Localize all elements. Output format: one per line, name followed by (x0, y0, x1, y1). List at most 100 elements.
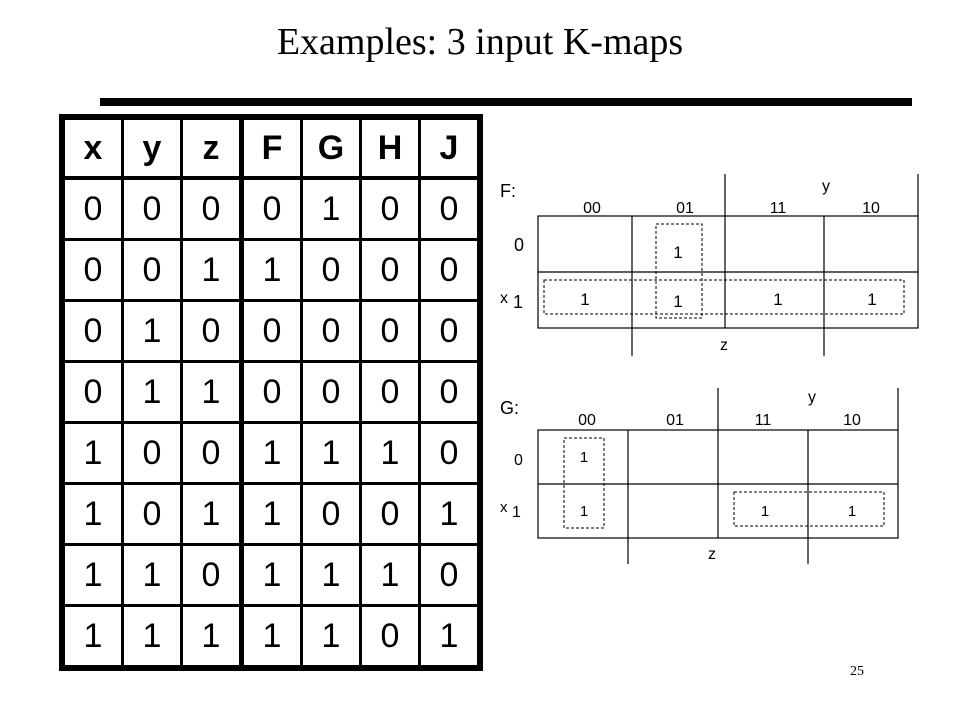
table-cell: 1 (300, 543, 362, 607)
table-cell: 1 (121, 604, 183, 668)
kmap-f-top-var: y (822, 178, 830, 195)
table-cell: 0 (121, 176, 183, 241)
table-cell: 1 (300, 176, 362, 241)
kmap-f-cell: 1 (580, 290, 589, 309)
kmap-f-row-var: x (500, 290, 508, 307)
header-z: z (180, 117, 243, 180)
table-cell: 0 (62, 360, 124, 424)
table-cell: 0 (62, 176, 124, 241)
kmap-g-group-loop (733, 491, 885, 527)
kmap-f-name: F: (500, 181, 516, 201)
table-cell: 1 (300, 421, 362, 485)
kmap-g-col-label: 00 (578, 412, 596, 429)
truth-table: x y z F G H J 0 0 0 0 1 0 0 0 0 1 1 0 0 … (59, 114, 483, 671)
table-cell: 0 (121, 482, 183, 546)
table-cell: 1 (62, 543, 124, 607)
table-cell: 0 (300, 238, 362, 302)
header-h: H (359, 117, 421, 180)
table-cell: 0 (180, 543, 243, 607)
kmap-f-row-label: 1 (513, 292, 523, 312)
table-cell: 1 (121, 299, 183, 363)
table-cell: 0 (180, 421, 243, 485)
kmap-g-row-label: 1 (512, 504, 521, 521)
kmap-g-col-label: 10 (843, 412, 861, 429)
table-cell: 1 (180, 604, 243, 668)
kmap-f-cell: 1 (867, 290, 876, 309)
kmap-g-top-var: y (808, 389, 816, 406)
table-cell: 1 (180, 360, 243, 424)
table-cell: 0 (359, 482, 421, 546)
table-cell: 0 (62, 299, 124, 363)
kmap-f-cell: 1 (673, 292, 682, 311)
table-cell: 1 (239, 482, 303, 546)
table-cell: 0 (418, 543, 480, 607)
table-cell: 0 (359, 176, 421, 241)
table-row: 0 0 0 0 1 0 0 (62, 176, 480, 241)
kmap-g: G: y 00 01 11 10 z 0 x 1 1 1 1 1 (500, 388, 899, 564)
table-cell: 0 (418, 176, 480, 241)
kmap-f-col-label: 11 (770, 200, 787, 217)
title-underline (100, 98, 912, 106)
kmap-f-col-label: 01 (676, 200, 694, 217)
header-y: y (121, 117, 183, 180)
kmap-f-group-loop (655, 223, 703, 319)
table-cell: 1 (180, 238, 243, 302)
table-cell: 0 (418, 360, 480, 424)
kmap-g-cell: 1 (580, 449, 588, 466)
kmap-g-col-label: 01 (666, 412, 684, 429)
kmap-g-cell: 1 (580, 503, 588, 520)
kmap-g-cell: 1 (848, 503, 856, 520)
table-cell: 1 (62, 421, 124, 485)
table-cell: 1 (62, 482, 124, 546)
table-cell: 1 (359, 421, 421, 485)
table-cell: 0 (121, 421, 183, 485)
kmaps-panel: F: y 00 01 11 10 z 0 x 1 1 1 1 1 1 G: y (500, 174, 919, 564)
table-cell: 0 (121, 238, 183, 302)
kmap-f-col-label: 10 (862, 200, 880, 217)
kmap-g-row-label: 0 (514, 452, 523, 469)
table-cell: 1 (359, 543, 421, 607)
kmap-g-col-label: 11 (755, 412, 772, 429)
header-g: G (300, 117, 362, 180)
table-cell: 0 (359, 238, 421, 302)
table-cell: 1 (121, 543, 183, 607)
kmap-f-col-label: 00 (583, 200, 601, 217)
kmap-g-group-loop (563, 437, 605, 529)
kmap-f-cell: 1 (773, 290, 782, 309)
table-cell: 1 (239, 238, 303, 302)
table-row: 0 1 0 0 0 0 0 (62, 299, 480, 363)
table-cell: 1 (239, 421, 303, 485)
table-cell: 0 (418, 238, 480, 302)
table-cell: 0 (418, 299, 480, 363)
kmap-g-bottom-var: z (708, 546, 716, 563)
table-row: 1 1 0 1 1 1 0 (62, 543, 480, 607)
table-cell: 1 (62, 604, 124, 668)
table-cell: 1 (418, 604, 480, 668)
truth-table-header-row: x y z F G H J (62, 117, 480, 180)
table-cell: 1 (239, 604, 303, 668)
kmap-f-cell: 1 (673, 243, 682, 262)
table-cell: 0 (239, 360, 303, 424)
table-row: 1 1 1 1 1 0 1 (62, 604, 480, 668)
kmap-f-group-loop (543, 279, 905, 315)
header-j: J (418, 117, 480, 180)
header-f: F (239, 117, 303, 180)
kmap-g-cell: 1 (761, 503, 769, 520)
table-cell: 1 (121, 360, 183, 424)
table-cell: 1 (239, 543, 303, 607)
table-cell: 0 (180, 299, 243, 363)
table-row: 0 0 1 1 0 0 0 (62, 238, 480, 302)
table-cell: 0 (359, 604, 421, 668)
table-cell: 0 (180, 176, 243, 241)
page-number: 25 (850, 664, 864, 679)
table-cell: 0 (418, 421, 480, 485)
kmap-g-row-var: x (500, 499, 508, 516)
header-x: x (62, 117, 124, 180)
kmap-f: F: y 00 01 11 10 z 0 x 1 1 1 1 1 1 (500, 174, 919, 356)
table-cell: 0 (300, 482, 362, 546)
table-cell: 1 (180, 482, 243, 546)
table-cell: 0 (300, 299, 362, 363)
table-row: 1 0 1 1 0 0 1 (62, 482, 480, 546)
slide-title: Examples: 3 input K-maps (276, 21, 684, 63)
table-cell: 0 (239, 176, 303, 241)
